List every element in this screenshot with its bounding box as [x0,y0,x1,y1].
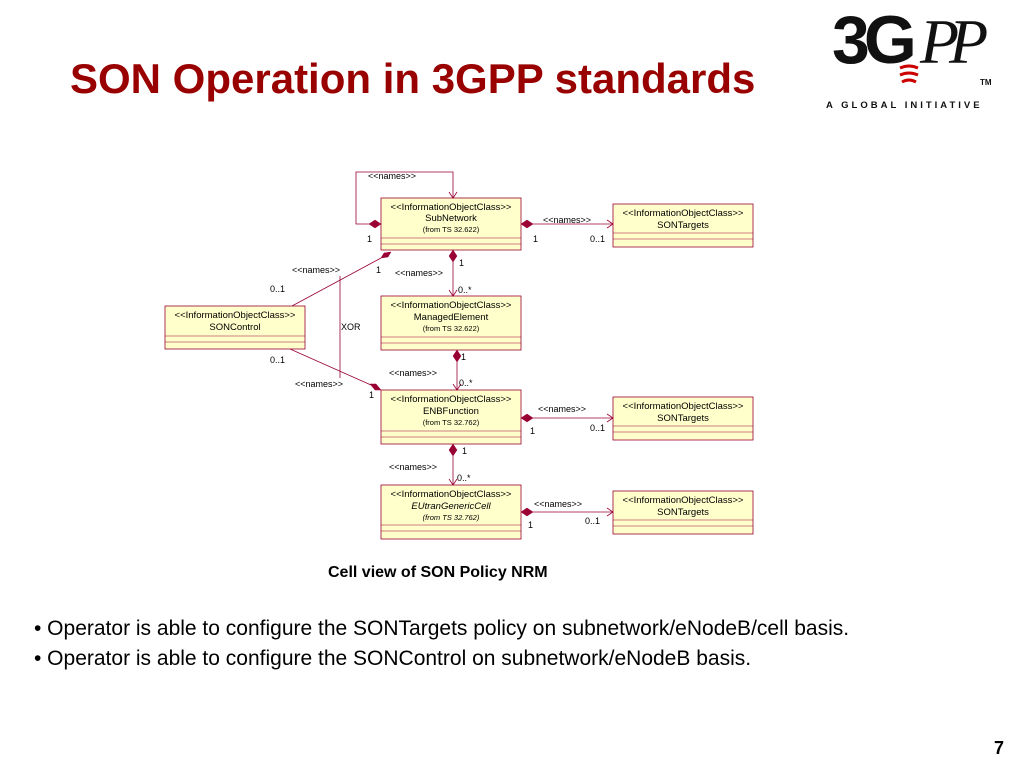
multiplicity: 1 [376,265,381,275]
logo-trademark: TM [980,78,992,87]
multiplicity: 0..1 [270,284,285,294]
multiplicity: 1 [528,520,533,530]
logo-tagline: A GLOBAL INITIATIVE [826,100,983,111]
diagram-caption: Cell view of SON Policy NRM [328,564,548,581]
multiplicity: 1 [462,446,467,456]
class-origin: (from TS 32.622) [423,225,480,234]
multiplicity: 1 [459,258,464,268]
class-stereotype: <<InformationObjectClass>> [623,208,744,219]
assoc-enbfunction-sontargets: <<names>> 1 0..1 [520,404,614,436]
class-origin: (from TS 32.762) [423,513,480,522]
class-stereotype: <<InformationObjectClass>> [623,495,744,506]
assoc-label: <<names>> [534,499,582,509]
multiplicity: 1 [369,390,374,400]
multiplicity: 0..* [458,285,472,295]
class-stereotype: <<InformationObjectClass>> [391,202,512,213]
class-eutran-generic-cell: <<InformationObjectClass>> EUtranGeneric… [380,484,522,540]
logo-wave-icon [899,64,919,84]
assoc-enbfunction-soncontrol: <<names>> 1 0..1 [270,348,382,400]
multiplicity: 1 [461,352,466,362]
multiplicity: 0..* [459,378,473,388]
assoc-managedelement-enbfunction: <<names>> 1 0..* [389,349,473,391]
assoc-label: <<names>> [295,379,343,389]
multiplicity: 1 [367,234,372,244]
assoc-subnetwork-self: <<names>> 1 [355,171,458,244]
class-stereotype: <<InformationObjectClass>> [623,401,744,412]
assoc-eutrancell-sontargets: <<names>> 1 0..1 [520,499,614,530]
bullet-item: • Operator is able to configure the SONT… [34,617,850,640]
class-subnetwork: <<InformationObjectClass>> SubNetwork (f… [380,197,522,251]
assoc-label: <<names>> [389,368,437,378]
class-origin: (from TS 32.622) [423,324,480,333]
class-name: SONTargets [657,220,709,231]
class-stereotype: <<InformationObjectClass>> [391,489,512,500]
class-managed-element: <<InformationObjectClass>> ManagedElemen… [380,295,522,351]
class-enb-function: <<InformationObjectClass>> ENBFunction (… [380,389,522,445]
class-name: SONControl [209,322,260,333]
class-name: SONTargets [657,413,709,424]
class-name: SONTargets [657,507,709,518]
class-son-targets-enb: <<InformationObjectClass>> SONTargets [612,396,754,441]
class-origin: (from TS 32.762) [423,418,480,427]
assoc-subnetwork-managedelement: <<names>> 1 0..* [395,249,472,297]
multiplicity: 1 [533,234,538,244]
multiplicity: 0..1 [590,234,605,244]
assoc-label: <<names>> [543,215,591,225]
assoc-label: <<names>> [292,265,340,275]
page-number: 7 [994,738,1005,758]
class-son-control: <<InformationObjectClass>> SONControl [164,305,306,350]
slide-title: SON Operation in 3GPP standards [70,55,756,102]
class-name: ENBFunction [423,406,479,417]
class-son-targets-subnetwork: <<InformationObjectClass>> SONTargets [612,203,754,248]
assoc-enbfunction-eutrancell: <<names>> 1 0..* [389,443,471,486]
class-stereotype: <<InformationObjectClass>> [391,300,512,311]
class-son-targets-cell: <<InformationObjectClass>> SONTargets [612,490,754,535]
multiplicity: 0..1 [590,423,605,433]
multiplicity: 0..* [457,473,471,483]
logo-mark-pp: PP [920,6,988,77]
bullet-item: • Operator is able to configure the SONC… [34,647,752,670]
multiplicity: 0..1 [270,355,285,365]
assoc-label: <<names>> [368,171,416,181]
xor-constraint: XOR [339,276,361,378]
class-name: SubNetwork [425,213,477,224]
bullet-list: • Operator is able to configure the SONT… [34,614,994,674]
assoc-label: <<names>> [395,268,443,278]
logo-mark: 3G [832,2,917,78]
class-stereotype: <<InformationObjectClass>> [391,394,512,405]
assoc-label: <<names>> [389,462,437,472]
multiplicity: 1 [530,426,535,436]
multiplicity: 0..1 [585,516,600,526]
class-stereotype: <<InformationObjectClass>> [175,310,296,321]
class-name: EUtranGenericCell [411,501,491,512]
3gpp-logo: 3G PP TM A GLOBAL INITIATIVE [822,6,1007,118]
assoc-subnetwork-sontargets: <<names>> 1 0..1 [520,215,614,244]
class-name: ManagedElement [414,312,489,323]
assoc-subnetwork-soncontrol: <<names>> 1 0..1 [270,251,392,307]
assoc-label: <<names>> [538,404,586,414]
xor-label: XOR [341,322,361,332]
